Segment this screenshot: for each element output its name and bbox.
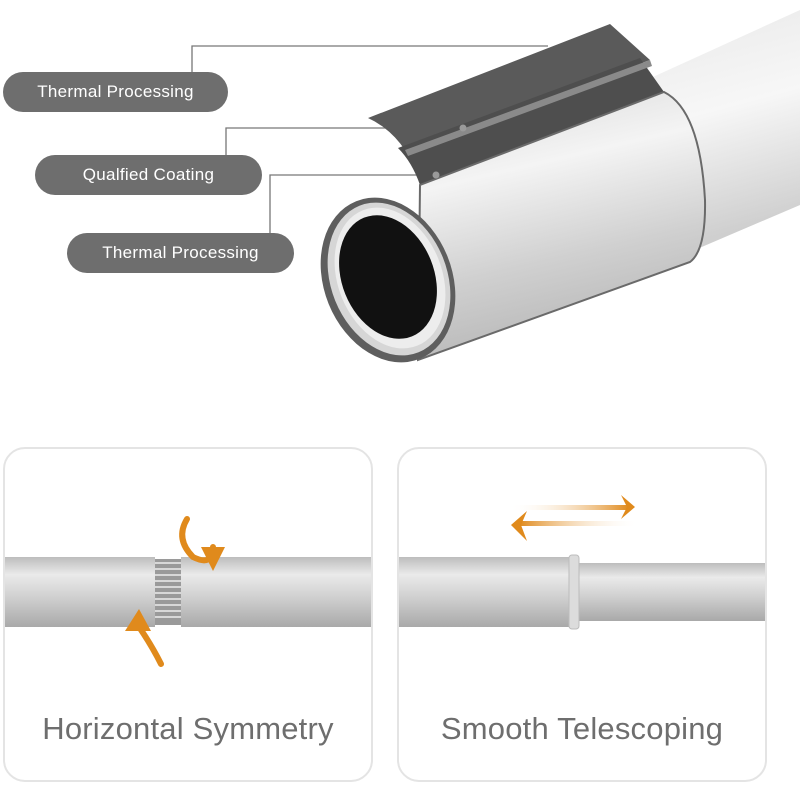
tube-opening bbox=[339, 215, 437, 339]
callout-thermal-processing-1: Thermal Processing bbox=[3, 72, 228, 112]
rod-inner bbox=[575, 563, 765, 621]
feature-panel-horizontal-symmetry: Horizontal Symmetry bbox=[3, 447, 373, 782]
slide-arrows-icon bbox=[509, 495, 639, 541]
callout-qualified-coating: Qualfied Coating bbox=[35, 155, 262, 195]
callout-leader-lines bbox=[191, 45, 548, 233]
outer-coating-layer bbox=[368, 24, 650, 150]
telescoping-rod-illustration bbox=[399, 495, 765, 630]
feature-panel-smooth-telescoping: Smooth Telescoping bbox=[397, 447, 767, 782]
panel-caption-horizontal-symmetry: Horizontal Symmetry bbox=[42, 711, 334, 746]
callout-thermal-processing-2: Thermal Processing bbox=[67, 233, 294, 273]
thread-icon bbox=[155, 559, 181, 625]
tube-body bbox=[416, 90, 707, 362]
tube-cross-section-illustration bbox=[191, 10, 800, 363]
panel-caption-smooth-telescoping: Smooth Telescoping bbox=[440, 711, 724, 746]
middle-coating-layer bbox=[398, 58, 664, 185]
rotate-arrows-icon bbox=[125, 516, 225, 667]
rod-left bbox=[5, 557, 155, 627]
threaded-joint-illustration bbox=[5, 516, 371, 667]
rod-outer bbox=[399, 557, 575, 627]
rod-right bbox=[181, 557, 371, 627]
